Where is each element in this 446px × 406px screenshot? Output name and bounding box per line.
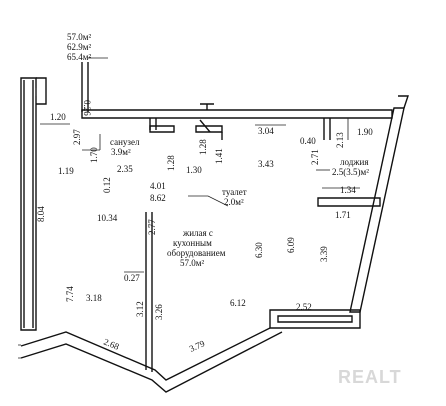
dim-0-40: 0.40 xyxy=(300,136,316,146)
dim-10-34: 10.34 xyxy=(97,213,118,223)
dim-2-52: 2.52 xyxy=(296,302,312,312)
summary-area-3: 65.4м² xyxy=(67,52,91,62)
dim-8-62: 8.62 xyxy=(150,193,166,203)
dim-2-13: 2.13 xyxy=(335,132,345,148)
dim-1-34: 1.34 xyxy=(340,185,356,195)
dim-1-30: 1.30 xyxy=(186,165,202,175)
dim-3-04: 3.04 xyxy=(258,126,274,136)
summary-area-1: 57.0м² xyxy=(67,32,91,42)
dim-3-79: 3.79 xyxy=(188,338,207,354)
dim-1-71: 1.71 xyxy=(335,210,351,220)
dim-8-04: 8.04 xyxy=(36,206,46,222)
dim-1-19: 1.19 xyxy=(58,166,74,176)
bathroom-name: санузел xyxy=(110,137,140,147)
living-line-1: жилая с xyxy=(182,228,213,238)
toilet-area: 2.0м² xyxy=(224,197,244,207)
dim-3-12: 3.12 xyxy=(135,301,145,317)
loggia-name: лоджия xyxy=(340,157,369,167)
dim-1-70: 1.70 xyxy=(89,147,99,163)
dim-6-30: 6.30 xyxy=(254,242,264,258)
living-line-2: кухонным xyxy=(173,238,212,248)
dim-1-28-a: 1.28 xyxy=(166,155,176,171)
dim-7-74: 7.74 xyxy=(65,286,75,302)
outer-walls xyxy=(18,62,409,393)
dim-6-09: 6.09 xyxy=(286,237,296,253)
dim-2-97: 2.97 xyxy=(72,129,82,145)
bathroom-area: 3.9м² xyxy=(111,147,131,157)
loggia-area: 2.5(3.5)м² xyxy=(332,167,369,177)
living-area: 57.0м² xyxy=(180,258,204,268)
dim-3-39: 3.39 xyxy=(319,246,329,262)
dim-0-27: 0.27 xyxy=(124,273,140,283)
interior-walls xyxy=(145,118,381,372)
living-line-3: оборудованием xyxy=(167,248,226,258)
summary-areas: 57.0м² 62.9м² 65.4м² xyxy=(67,32,91,62)
dim-1-41: 1.41 xyxy=(214,148,224,164)
dim-4-01: 4.01 xyxy=(150,181,166,191)
dim-0-26: 0.26 xyxy=(82,100,92,116)
summary-area-2: 62.9м² xyxy=(67,42,91,52)
dim-0-12: 0.12 xyxy=(102,177,112,193)
dim-1-28-b: 1.28 xyxy=(198,139,208,155)
watermark-logo: REALT xyxy=(338,367,402,387)
dim-2-68: 2.68 xyxy=(102,337,121,352)
dim-2-71: 2.71 xyxy=(310,149,320,165)
dim-2-77: 2.77 xyxy=(147,219,157,235)
dimension-lines xyxy=(35,57,360,273)
dimension-values: 0.26 1.20 2.97 1.70 2.35 1.19 0.12 4.01 … xyxy=(36,100,373,354)
room-labels: санузел 3.9м² туалет 2.0м² лоджия 2.5(3.… xyxy=(110,137,369,268)
dim-3-43: 3.43 xyxy=(258,159,274,169)
dim-1-20: 1.20 xyxy=(50,112,66,122)
dim-3-18: 3.18 xyxy=(86,293,102,303)
dim-6-12: 6.12 xyxy=(230,298,246,308)
dim-1-90: 1.90 xyxy=(357,127,373,137)
toilet-name: туалет xyxy=(222,187,247,197)
dim-2-35: 2.35 xyxy=(117,164,133,174)
dim-3-26: 3.26 xyxy=(154,304,164,320)
